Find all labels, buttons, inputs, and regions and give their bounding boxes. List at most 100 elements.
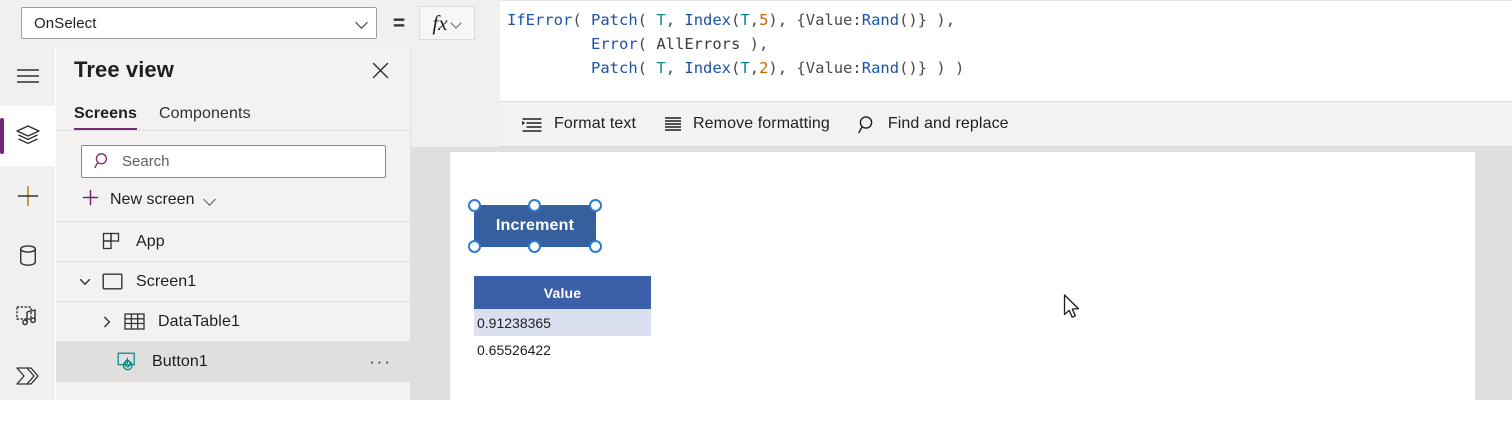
tree-item-button1[interactable]: Button1··· bbox=[56, 342, 410, 382]
chevron-down-icon[interactable] bbox=[72, 275, 98, 289]
equals-sign: = bbox=[392, 11, 406, 35]
find-and-replace-button[interactable]: Find and replace bbox=[844, 102, 1023, 146]
data-table-row[interactable]: 0.65526422 bbox=[477, 341, 551, 358]
data-table-row[interactable]: 0.91238365 bbox=[474, 309, 651, 336]
formula-token: ( bbox=[572, 11, 591, 29]
formula-token: 5 bbox=[759, 11, 769, 29]
tree-item-more-menu[interactable]: ··· bbox=[369, 352, 392, 371]
mouse-pointer-arrow bbox=[1063, 294, 1083, 322]
resize-handle-bottom-left[interactable] bbox=[468, 240, 481, 253]
formula-token: ), {Value: bbox=[768, 11, 862, 29]
formula-token: ( bbox=[731, 11, 741, 29]
remove-formatting-icon bbox=[664, 116, 682, 132]
new-screen-button[interactable]: New screen bbox=[56, 178, 410, 221]
tree-item-app[interactable]: App bbox=[56, 222, 410, 262]
formula-token: Patch bbox=[591, 11, 638, 29]
formula-token: ( bbox=[637, 35, 657, 53]
insert-plus-icon bbox=[16, 184, 40, 208]
format-text-label: Format text bbox=[554, 115, 637, 132]
rail-item-tree-view[interactable] bbox=[0, 106, 55, 166]
app-grid-icon bbox=[98, 232, 126, 252]
powerapps-studio-root: OnSelect = fx IfError( Patch( T, Index(T… bbox=[0, 0, 1512, 400]
formula-token: Rand bbox=[861, 59, 900, 77]
fx-button[interactable]: fx bbox=[419, 6, 475, 40]
formula-token: IfError bbox=[507, 11, 573, 29]
chevron-right-icon[interactable] bbox=[94, 315, 120, 329]
resize-handle-top-right[interactable] bbox=[589, 199, 602, 212]
rail-item-power-automate[interactable] bbox=[0, 346, 55, 406]
formula-token: ( bbox=[637, 11, 657, 29]
formula-line: Error( AllErrors ), bbox=[507, 32, 1512, 56]
tree-item-label: App bbox=[136, 232, 165, 250]
property-bar: OnSelect = fx bbox=[0, 0, 500, 46]
formula-panel: IfError( Patch( T, Index(T,5), {Value:Ra… bbox=[500, 0, 1512, 147]
formula-token: , bbox=[749, 59, 760, 77]
search-input[interactable]: Search bbox=[81, 145, 386, 178]
data-table-rows: 0.91238365 0.65526422 bbox=[474, 309, 651, 363]
tree-view-search-wrap: Search bbox=[56, 131, 410, 178]
tab-components[interactable]: Components bbox=[158, 105, 251, 122]
remove-formatting-button[interactable]: Remove formatting bbox=[650, 102, 844, 146]
resize-handle-top-center[interactable] bbox=[528, 199, 541, 212]
property-select-value: OnSelect bbox=[34, 14, 97, 32]
rail-item-insert[interactable] bbox=[0, 166, 55, 226]
formula-token: Rand bbox=[861, 11, 900, 29]
tree-item-label: DataTable1 bbox=[158, 312, 240, 330]
formula-token: ()} ) ) bbox=[899, 59, 965, 77]
formula-token: T bbox=[656, 11, 666, 29]
tree-view-panel: Tree view Screens Components bbox=[56, 46, 411, 400]
tree-view-title: Tree view bbox=[74, 57, 174, 82]
resize-handle-bottom-center[interactable] bbox=[528, 240, 541, 253]
formula-token: Patch bbox=[591, 59, 638, 77]
remove-formatting-label: Remove formatting bbox=[693, 115, 830, 132]
formula-token: Index bbox=[684, 11, 732, 29]
chevron-down-icon bbox=[356, 17, 368, 29]
formula-token: 2 bbox=[759, 59, 769, 77]
property-select[interactable]: OnSelect bbox=[21, 7, 377, 39]
formula-toolbar: Format text Remove formatting bbox=[500, 101, 1512, 146]
resize-handle-top-left[interactable] bbox=[468, 199, 481, 212]
formula-token: , bbox=[665, 11, 685, 29]
format-text-icon bbox=[521, 116, 543, 132]
tree-item-label: Screen1 bbox=[136, 272, 197, 290]
media-icon bbox=[15, 304, 41, 328]
formula-token: , bbox=[749, 11, 760, 29]
formula-token: AllErrors bbox=[656, 35, 741, 53]
rail-item-data[interactable] bbox=[0, 226, 55, 286]
formula-token: T bbox=[656, 59, 666, 77]
datatable-icon bbox=[120, 313, 148, 330]
tab-screens[interactable]: Screens bbox=[74, 105, 137, 130]
hamburger-menu-icon bbox=[16, 68, 40, 84]
close-icon[interactable] bbox=[366, 56, 394, 84]
button-icon bbox=[114, 352, 142, 372]
formula-line: Patch( T, Index(T,2), {Value:Rand()} ) ) bbox=[507, 56, 1512, 80]
formula-token: T bbox=[740, 59, 750, 77]
format-text-button[interactable]: Format text bbox=[507, 102, 650, 146]
tree-item-screen1[interactable]: Screen1 bbox=[56, 262, 410, 302]
resize-handle-bottom-right[interactable] bbox=[589, 240, 602, 253]
formula-token: ), bbox=[740, 35, 769, 53]
formula-input[interactable]: IfError( Patch( T, Index(T,5), {Value:Ra… bbox=[507, 8, 1512, 80]
rail-item-hamburger[interactable] bbox=[0, 46, 55, 106]
chevron-down-icon bbox=[451, 18, 462, 29]
tree-item-datatable1[interactable]: DataTable1 bbox=[56, 302, 410, 342]
tree-view-tabs: Screens Components bbox=[56, 94, 410, 131]
formula-token: T bbox=[740, 11, 750, 29]
plus-icon bbox=[81, 188, 100, 212]
data-database-icon bbox=[18, 244, 38, 268]
data-table[interactable]: Value 0.91238365 0.65526422 bbox=[474, 276, 651, 363]
search-icon bbox=[858, 115, 877, 134]
rail-item-media[interactable] bbox=[0, 286, 55, 346]
formula-token: Index bbox=[684, 59, 732, 77]
formula-line: IfError( Patch( T, Index(T,5), {Value:Ra… bbox=[507, 8, 1512, 32]
new-screen-label: New screen bbox=[110, 191, 195, 208]
data-table-header-value[interactable]: Value bbox=[474, 276, 651, 309]
tree-view-header: Tree view bbox=[56, 46, 410, 94]
formula-token: ( bbox=[637, 59, 657, 77]
chevron-down-icon bbox=[204, 194, 217, 207]
power-automate-flow-icon bbox=[15, 365, 41, 387]
formula-token: ), {Value: bbox=[768, 59, 862, 77]
